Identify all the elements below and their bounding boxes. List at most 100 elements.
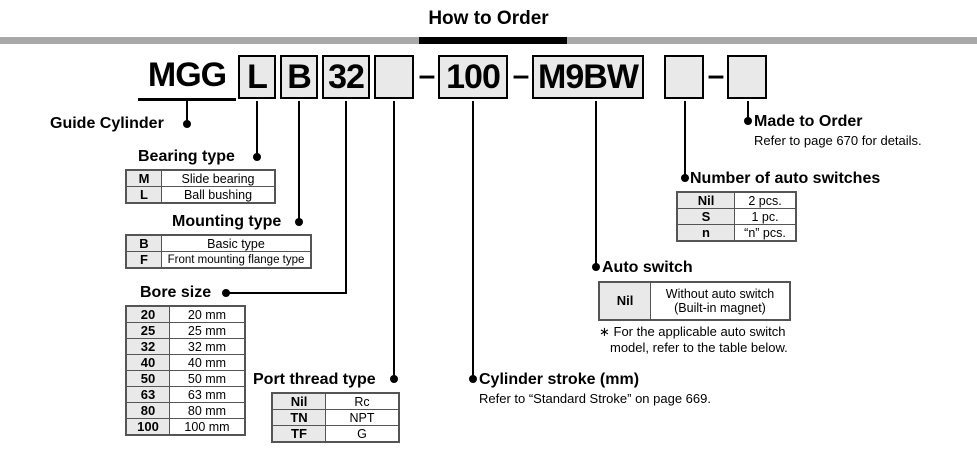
callout-mounting-type-title: Mounting type <box>172 213 282 230</box>
code-segment-port-thread[interactable] <box>374 55 414 99</box>
leader-bore-size-vert <box>345 101 347 293</box>
callout-auto-switch-title: Auto switch <box>602 259 693 276</box>
callout-bearing-type-title: Bearing type <box>138 148 235 165</box>
cell-code: 63 <box>126 386 170 403</box>
cell-desc-line1: Without auto switch <box>665 287 775 301</box>
code-separator-2: – <box>512 59 530 92</box>
callout-auto-switch-note-line1: ∗ For the applicable auto switch <box>599 324 786 339</box>
table-row: B Basic type <box>126 235 311 252</box>
table-bearing-type: M Slide bearing L Ball bushing <box>125 169 276 204</box>
cell-desc: 100 mm <box>169 418 245 435</box>
table-mounting-type: B Basic type F Front mounting flange typ… <box>125 234 312 269</box>
leader-cylinder-stroke <box>472 101 474 378</box>
code-segment-stroke[interactable]: 100 <box>438 55 508 99</box>
table-row: 63 63 mm <box>126 386 245 403</box>
cell-code: 50 <box>126 370 170 387</box>
table-row: Nil 2 pcs. <box>677 192 796 209</box>
cell-desc: 32 mm <box>169 338 245 355</box>
table-port-thread-type: Nil Rc TN NPT TF G <box>271 392 400 443</box>
callout-made-to-order-note: Refer to page 670 for details. <box>754 133 922 148</box>
table-row: L Ball bushing <box>126 186 275 203</box>
cell-desc: 2 pcs. <box>734 192 796 209</box>
leader-bore-size-horiz <box>225 292 347 294</box>
cell-code: Nil <box>599 282 651 320</box>
leader-dot-made-to-order <box>744 117 752 125</box>
callout-number-auto-switches-title: Number of auto switches <box>690 170 881 187</box>
leader-dot-port-thread-type <box>390 375 398 383</box>
code-segment-bearing[interactable]: L <box>238 55 276 99</box>
cell-code: TN <box>272 409 326 426</box>
code-segment-auto-switch[interactable]: M9BW <box>532 55 644 99</box>
cell-desc: 40 mm <box>169 354 245 371</box>
table-bore-size: 20 20 mm 25 25 mm 32 32 mm 40 40 mm 50 5… <box>125 305 246 436</box>
code-segment-made-to-order[interactable] <box>727 55 767 99</box>
table-row: Nil Without auto switch (Built-in magnet… <box>599 282 790 320</box>
callout-auto-switch-note-line2: model, refer to the table below. <box>610 340 788 355</box>
cell-desc: Basic type <box>161 235 311 252</box>
callout-bore-size-title: Bore size <box>140 284 212 301</box>
cell-desc: Ball bushing <box>161 186 275 203</box>
leader-dot-cylinder-stroke <box>469 375 477 383</box>
table-number-auto-switches: Nil 2 pcs. S 1 pc. n “n” pcs. <box>676 191 797 242</box>
table-row: 25 25 mm <box>126 322 245 339</box>
cell-code: L <box>126 186 162 203</box>
leader-guide-cylinder <box>186 101 188 123</box>
leader-dot-bore-size <box>222 289 230 297</box>
callout-cylinder-stroke-title: Cylinder stroke (mm) <box>479 371 640 388</box>
table-row: 20 20 mm <box>126 306 245 323</box>
cell-code: Nil <box>677 192 735 209</box>
cell-code: F <box>126 251 162 268</box>
leader-dot-auto-switch <box>592 263 600 271</box>
cell-desc: G <box>325 425 399 442</box>
leader-port-thread-type <box>393 101 395 378</box>
table-row: 32 32 mm <box>126 338 245 355</box>
cell-desc: NPT <box>325 409 399 426</box>
leader-mounting-type <box>298 101 300 221</box>
leader-dot-guide-cylinder <box>183 120 191 128</box>
cell-code: B <box>126 235 162 252</box>
callout-cylinder-stroke-note: Refer to “Standard Stroke” on page 669. <box>479 391 711 406</box>
cell-desc: 63 mm <box>169 386 245 403</box>
cell-code: 100 <box>126 418 170 435</box>
cell-desc: Slide bearing <box>161 170 275 187</box>
table-auto-switch: Nil Without auto switch (Built-in magnet… <box>598 281 791 321</box>
cell-desc: 1 pc. <box>734 208 796 225</box>
table-row: 50 50 mm <box>126 370 245 387</box>
cell-desc: Without auto switch (Built-in magnet) <box>650 282 790 320</box>
cell-desc: 80 mm <box>169 402 245 419</box>
code-separator-3: – <box>707 59 725 92</box>
leader-dot-number-auto-switches <box>681 174 689 182</box>
code-segment-bore[interactable]: 32 <box>322 55 370 99</box>
page-title: How to Order <box>428 8 549 29</box>
leader-bearing-type <box>256 101 258 156</box>
leader-made-to-order <box>747 101 749 121</box>
cell-code: Nil <box>272 393 326 410</box>
code-segment-switch-count[interactable] <box>664 55 704 99</box>
code-segment-mgg[interactable]: MGG <box>147 56 227 94</box>
table-row: 80 80 mm <box>126 402 245 419</box>
cell-desc: “n” pcs. <box>734 224 796 241</box>
cell-code: 40 <box>126 354 170 371</box>
cell-desc: 20 mm <box>169 306 245 323</box>
leader-auto-switch <box>595 101 597 267</box>
table-row: S 1 pc. <box>677 208 796 225</box>
cell-desc: Front mounting flange type <box>161 251 311 268</box>
cell-desc: 50 mm <box>169 370 245 387</box>
cell-code: 32 <box>126 338 170 355</box>
cell-desc-line2: (Built-in magnet) <box>674 301 766 315</box>
cell-code: M <box>126 170 162 187</box>
table-row: F Front mounting flange type <box>126 251 311 268</box>
callout-guide-cylinder-title: Guide Cylinder <box>50 115 164 132</box>
code-underline-mgg <box>138 98 236 101</box>
callout-port-thread-type-title: Port thread type <box>253 371 376 388</box>
table-row: TF G <box>272 425 399 442</box>
header-rule-accent <box>419 37 567 44</box>
table-row: 40 40 mm <box>126 354 245 371</box>
cell-code: 25 <box>126 322 170 339</box>
cell-desc: Rc <box>325 393 399 410</box>
table-row: 100 100 mm <box>126 418 245 435</box>
cell-code: 20 <box>126 306 170 323</box>
model-code-row: MGG L B 32 – 100 – M9BW – <box>0 55 977 110</box>
code-segment-mounting[interactable]: B <box>280 55 318 99</box>
leader-dot-bearing-type <box>253 153 261 161</box>
